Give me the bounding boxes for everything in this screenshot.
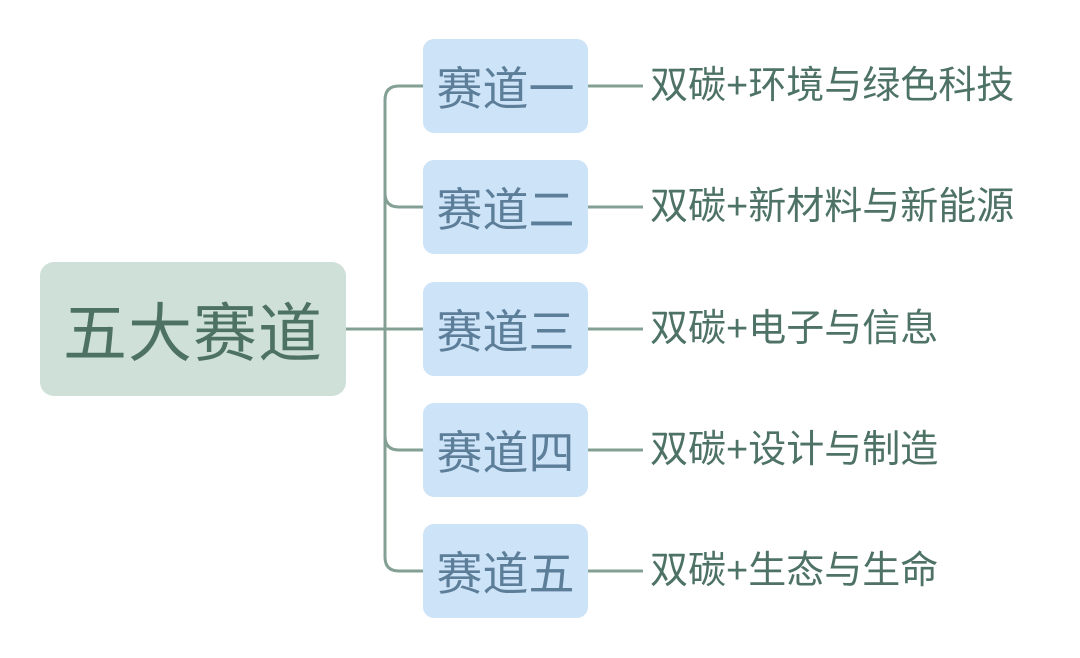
- branch-node-2: 赛道二: [423, 160, 588, 254]
- connector-branch2: [383, 192, 423, 209]
- branch-label-1: 双碳+环境与绿色科技: [650, 65, 1015, 107]
- branch-label-3: 双碳+电子与信息: [650, 308, 939, 350]
- branch-label-2: 双碳+新材料与新能源: [650, 186, 1015, 228]
- connector-branch4: [383, 435, 423, 452]
- branch-node-1: 赛道一: [423, 39, 588, 133]
- branch-label-5: 双碳+生态与生命: [650, 550, 939, 592]
- branch-node-4: 赛道四: [423, 403, 588, 497]
- branch-label-4: 双碳+设计与制造: [650, 429, 939, 471]
- root-node: 五大赛道: [40, 262, 346, 396]
- branch-node-3: 赛道三: [423, 282, 588, 376]
- branch-node-5: 赛道五: [423, 524, 588, 618]
- connector-trunk: [383, 84, 423, 573]
